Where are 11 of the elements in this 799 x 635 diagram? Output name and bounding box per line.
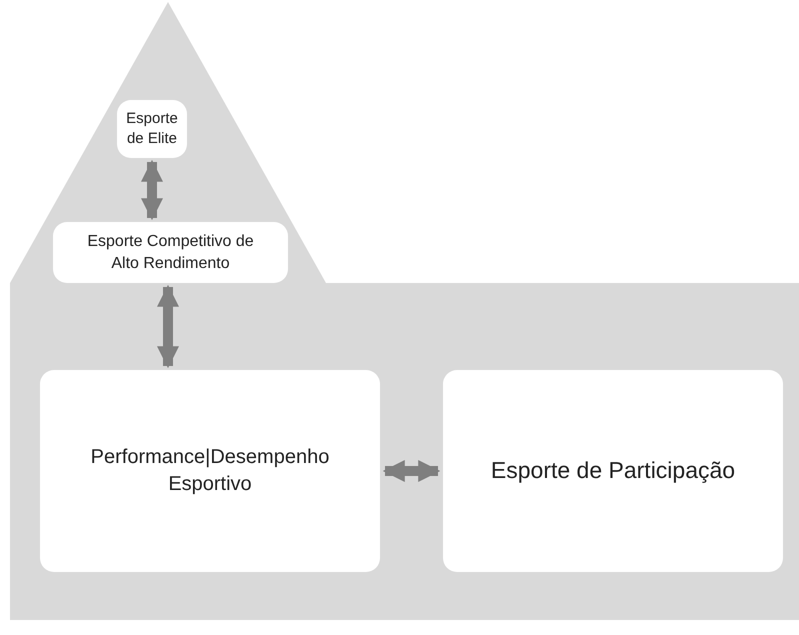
level-box: [443, 370, 783, 572]
double-arrow: [382, 460, 440, 482]
box-label: Esporte de Elite: [125, 108, 179, 149]
double-arrow: [157, 284, 179, 368]
box-label: Performance|Desempenho Esportivo: [90, 445, 330, 497]
box-label: Esporte de Participação: [490, 456, 736, 486]
double-arrow: [141, 160, 163, 220]
level-box: [117, 100, 187, 158]
level-box: [53, 222, 288, 283]
level-box: [40, 370, 380, 572]
box-label: Esporte Competitivo de Alto Rendimento: [86, 232, 255, 274]
